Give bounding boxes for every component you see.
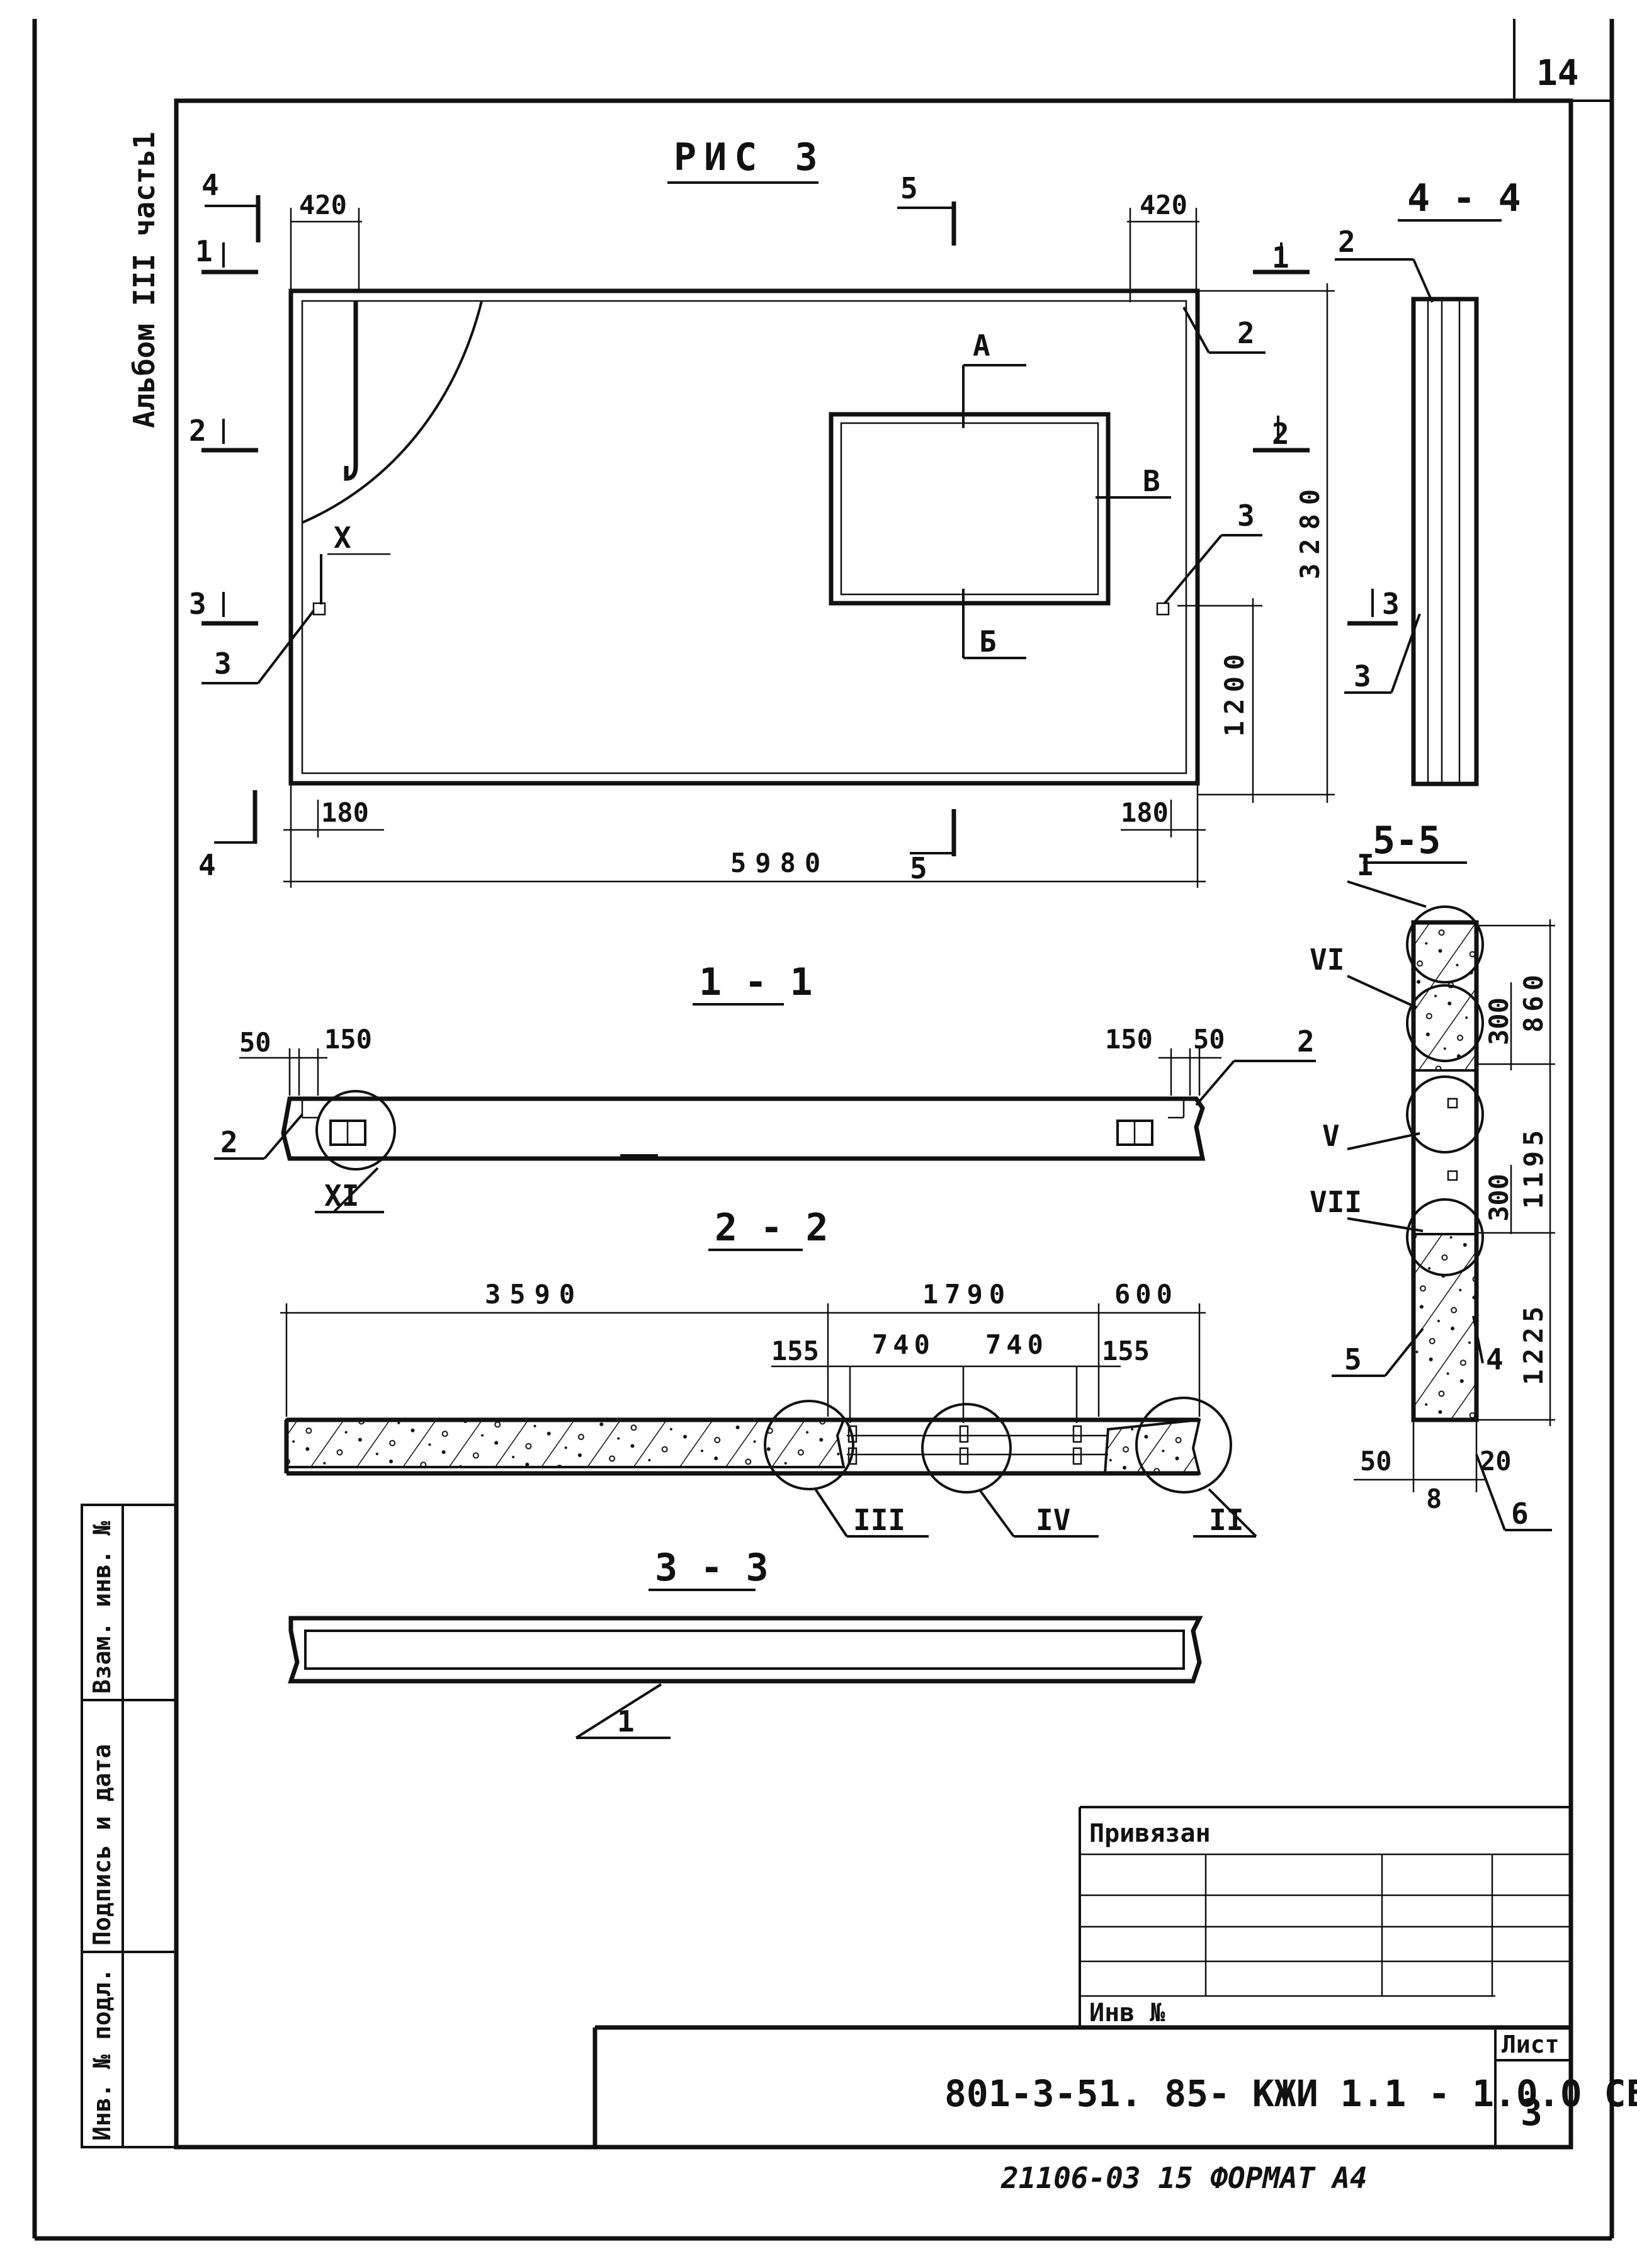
inner-frame: [174, 98, 1573, 2150]
outer-frame: [32, 19, 1614, 2241]
section-1-1-drawing: [214, 1048, 1316, 1213]
section-4-4-mark-3: 3: [1382, 587, 1400, 621]
section-3-3-title: 3 - 3: [655, 1546, 769, 1590]
section-4-4-pos-2: 2: [1338, 225, 1356, 259]
section-3-3-pos-1: 1: [617, 1704, 635, 1738]
section-1-1-node-xi: ХI: [324, 1179, 359, 1213]
cut-mark-1-left: 1: [195, 234, 213, 268]
cut-mark-4-bottom: 4: [198, 848, 216, 882]
dim-plan-right-180: 180: [1121, 797, 1169, 828]
section-5-5-pos-4: 4: [1486, 1342, 1504, 1376]
window-opening: [829, 412, 1111, 606]
dim-2-2-600: 600: [1114, 1279, 1177, 1310]
sheet-corner-number: 14: [1536, 53, 1578, 94]
section-2-2-drawing: [280, 1303, 1257, 1538]
dim-2-2-155-left: 155: [771, 1335, 819, 1366]
section-5-5-node-vii: VII: [1310, 1185, 1362, 1219]
dim-plan-opening-1200: 1200: [1219, 648, 1250, 737]
title-inv-no: Инв №: [1089, 1999, 1165, 2027]
plan-pos-2: 2: [1237, 316, 1255, 350]
dim-2-2-155-right: 155: [1102, 1335, 1150, 1366]
side-stamp-vzam-inv: Взам. инв. №: [88, 1521, 116, 1694]
cut-mark-1-right: 1: [1272, 241, 1289, 275]
dim-2-2-3590: 3590: [485, 1279, 584, 1310]
section-5-5-node-i: I: [1357, 848, 1374, 882]
cut-mark-5-bottom: 5: [910, 851, 927, 885]
side-stamp-podpis-data: Подпись и дата: [88, 1744, 116, 1946]
section-4-4-pos-3: 3: [1354, 659, 1371, 693]
dim-5-5-1195: 1195: [1518, 1125, 1549, 1209]
dim-plan-left-180: 180: [321, 797, 369, 828]
title-list-number: 3: [1521, 2091, 1543, 2134]
dim-2-2-740-right: 740: [985, 1329, 1048, 1360]
section-cut-marks: [201, 195, 1310, 856]
dim-1-1-50-left: 50: [239, 1027, 271, 1058]
dim-plan-right-420: 420: [1140, 190, 1187, 220]
dim-5-5-860: 860: [1518, 970, 1549, 1033]
section-4-4-title: 4 - 4: [1407, 176, 1521, 220]
side-stamp-inv-podl: Инв. № подл.: [88, 1968, 116, 2141]
cut-mark-2-right: 2: [1272, 417, 1289, 451]
dim-5-5-20: 20: [1480, 1446, 1512, 1477]
cut-mark-2-left: 2: [189, 414, 207, 448]
title-list-label: Лист: [1502, 2031, 1560, 2058]
dim-5-5-50: 50: [1360, 1446, 1392, 1477]
mark-b-cyr: Б: [979, 625, 997, 659]
section-1-1-pos-2-left: 2: [220, 1125, 238, 1159]
album-label: Альбом III часть1: [127, 132, 161, 428]
dim-1-1-150-right: 150: [1105, 1024, 1153, 1055]
section-1-1-pos-2-right: 2: [1297, 1024, 1315, 1058]
cut-mark-5-top: 5: [900, 171, 918, 205]
dim-1-1-150-left: 150: [324, 1024, 372, 1055]
section-1-1-title: 1 - 1: [699, 960, 813, 1004]
section-2-2-node-iv: IV: [1036, 1503, 1070, 1537]
plan-pos-3-left: 3: [214, 647, 232, 681]
title-block: [592, 1806, 1571, 2147]
section-5-5-pos-5: 5: [1344, 1342, 1362, 1376]
dim-2-2-1790: 1790: [922, 1279, 1011, 1310]
plan-view: [283, 208, 1335, 888]
section-5-5-node-vi: VI: [1310, 943, 1344, 977]
dim-plan-left-420: 420: [299, 190, 347, 220]
section-4-4-drawing: [1335, 258, 1479, 786]
figure-title: РИС 3: [674, 135, 825, 179]
section-5-5-pos-6: 6: [1511, 1497, 1529, 1531]
footer-format: 21106-03 15 ФОРМАТ А4: [1000, 2161, 1368, 2195]
title-privyazan: Привязан: [1089, 1819, 1211, 1848]
dim-2-2-740-left: 740: [872, 1329, 935, 1360]
dim-plan-height: 3280: [1294, 480, 1325, 579]
title-doc-code: 801-3-51. 85- КЖИ 1.1 - 1.0.0 СБ: [944, 2072, 1637, 2115]
section-5-5-node-v: V: [1322, 1119, 1340, 1153]
cut-mark-4-top: 4: [201, 168, 219, 202]
plan-pos-3-right: 3: [1237, 499, 1255, 533]
dim-5-5-300-top: 300: [1483, 997, 1514, 1045]
section-2-2-node-iii: III: [853, 1503, 905, 1537]
dim-5-5-1225: 1225: [1518, 1301, 1549, 1385]
section-3-3-drawing: [288, 1616, 1203, 1739]
mark-a: А: [973, 329, 990, 363]
section-2-2-node-ii: II: [1209, 1503, 1243, 1537]
section-2-2-title: 2 - 2: [715, 1206, 829, 1250]
side-stamp: [81, 1504, 178, 2148]
dim-plan-width: 5980: [730, 848, 829, 878]
mark-v: В: [1143, 464, 1160, 498]
dim-5-5-300-bottom: 300: [1483, 1174, 1514, 1222]
dim-5-5-8: 8: [1426, 1483, 1442, 1514]
section-5-5-title: 5-5: [1373, 819, 1441, 863]
section-5-5-drawing: [1332, 880, 1555, 1531]
dim-1-1-50-right: 50: [1193, 1024, 1225, 1055]
cut-mark-3-left: 3: [189, 587, 207, 621]
node-x: Х: [334, 521, 351, 555]
